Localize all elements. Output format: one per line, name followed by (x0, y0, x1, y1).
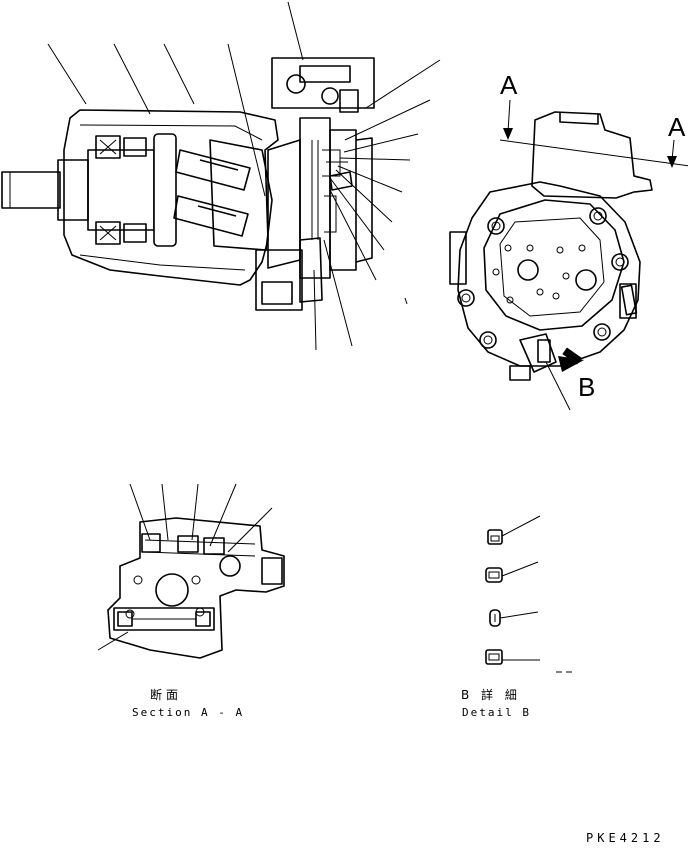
section-arrow-label-left: A (500, 70, 518, 100)
detail-caption-english: Detail B (462, 706, 531, 719)
drawing-code: PKE4212 (586, 831, 665, 845)
pump-cross-section (1, 1, 441, 351)
detail-caption-japanese: B 詳 細 (461, 688, 521, 702)
section-caption-english: Section A - A (132, 706, 245, 719)
section-a-a-view (97, 483, 285, 659)
section-caption-japanese: 断面 (150, 688, 183, 702)
section-arrow-label-right: A (668, 112, 686, 142)
pump-end-view (449, 99, 688, 411)
detail-b-view (485, 515, 572, 673)
detail-callout-label: B (578, 372, 596, 402)
